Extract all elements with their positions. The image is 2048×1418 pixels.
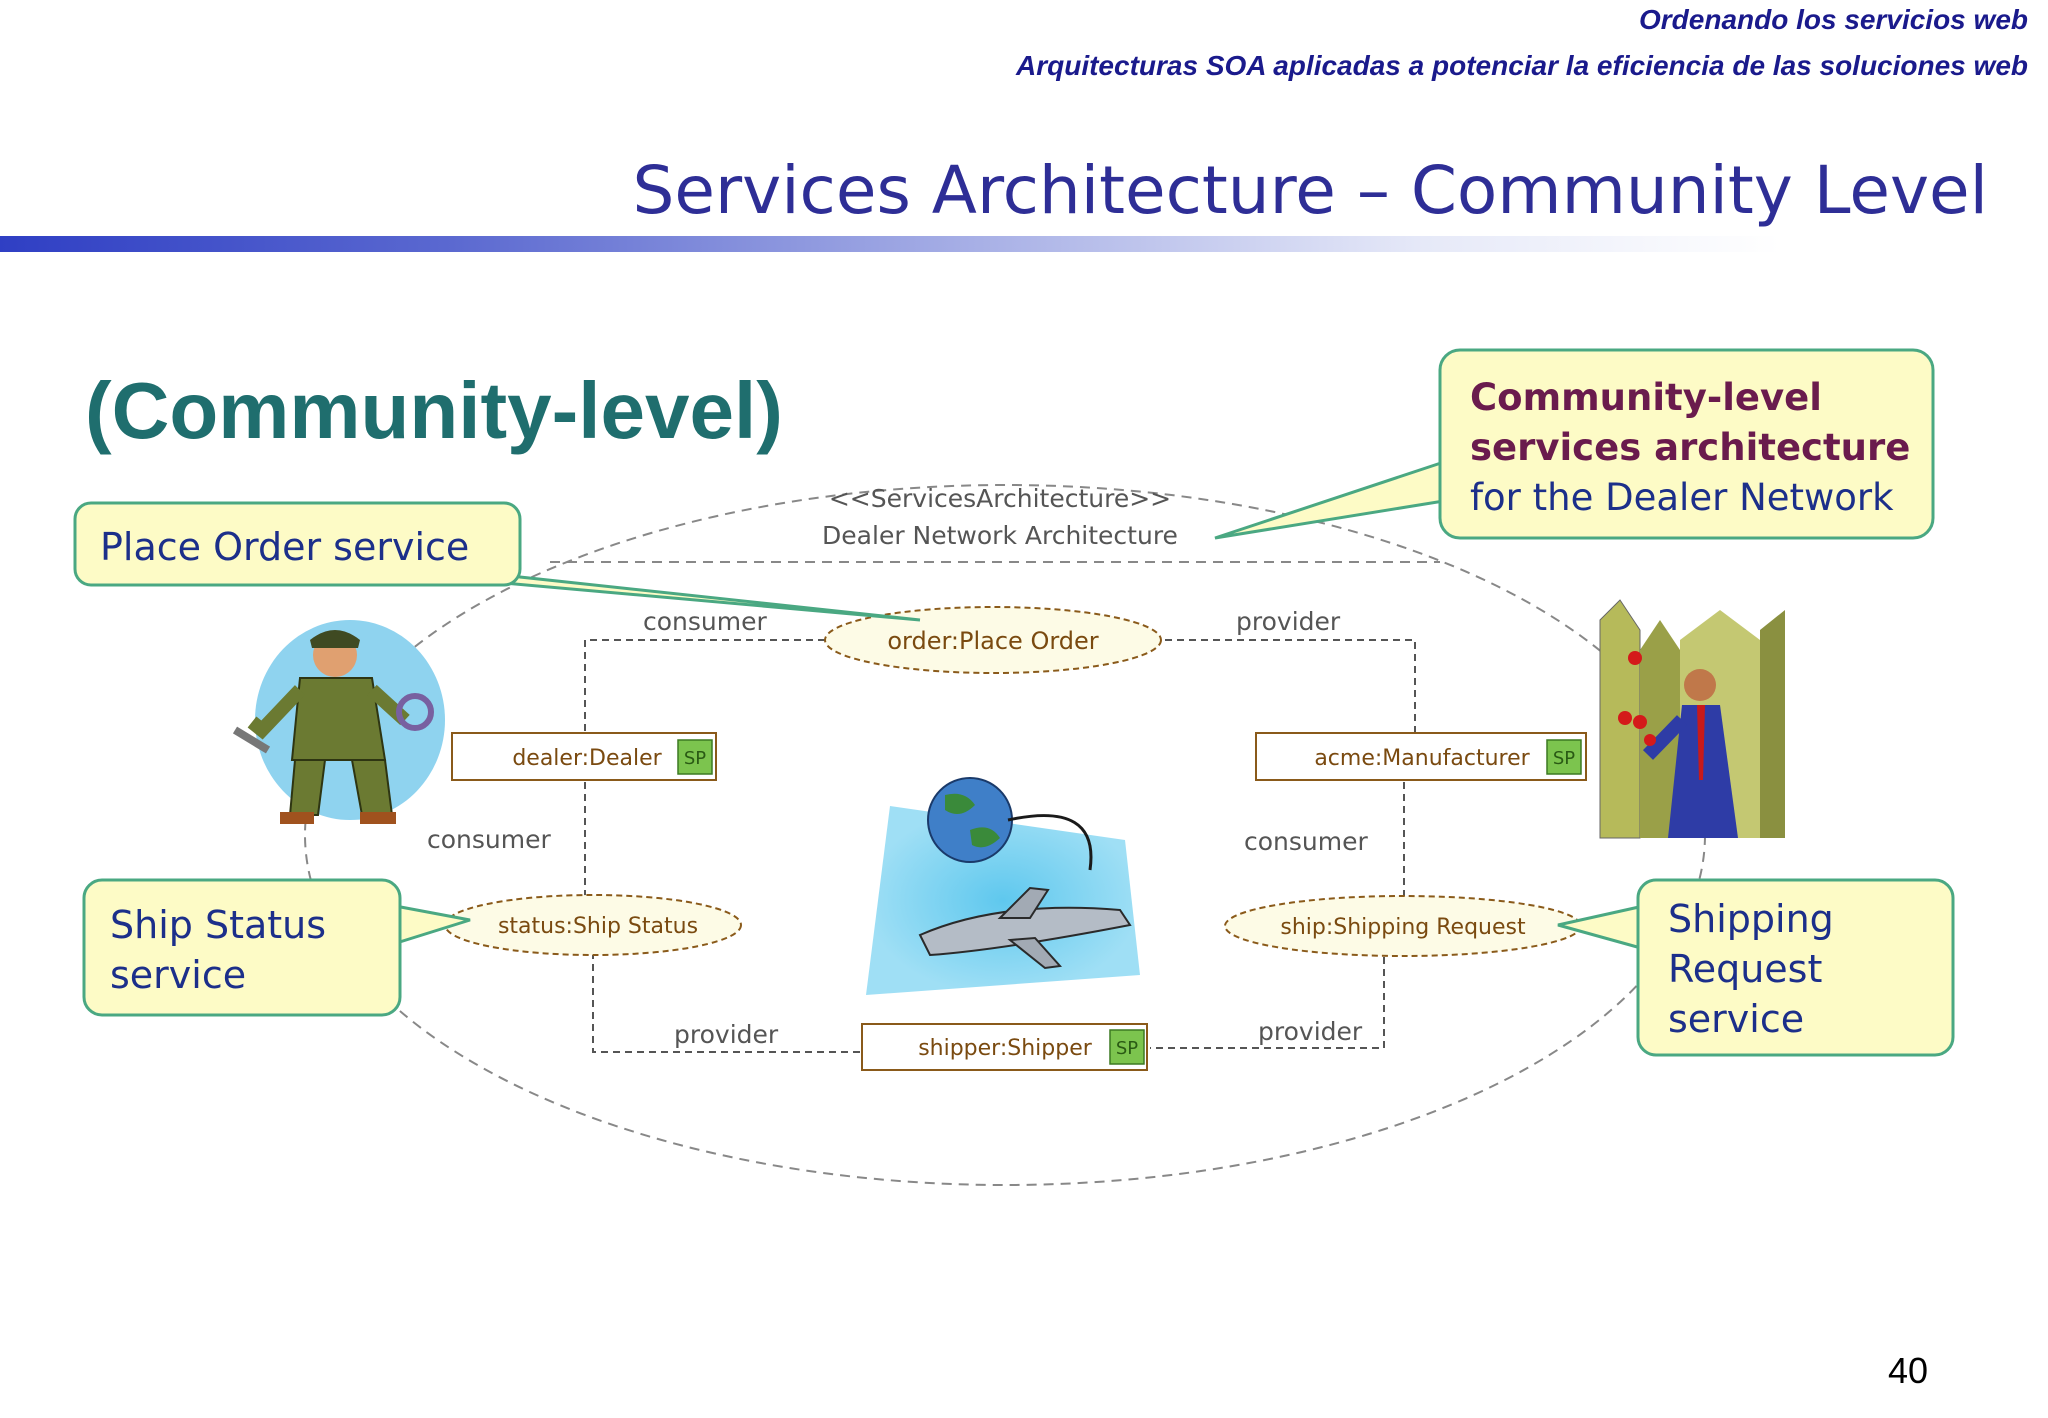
part-dealer: dealer:Dealer SP <box>451 732 717 781</box>
callout-place-order-text: Place Order service <box>100 525 469 569</box>
service-point-badge <box>1546 739 1582 775</box>
callout-community-line2: services architecture <box>1470 426 1910 469</box>
collab-ship-status-label: status:Ship Status <box>498 914 698 939</box>
collab-place-order-label: order:Place Order <box>887 627 1098 655</box>
mechanic-dealer-icon <box>232 620 445 824</box>
callout-ship-status-line1: Ship Status <box>110 903 326 947</box>
role-ship-consumer: consumer <box>1244 827 1368 856</box>
part-shipper-label: shipper:Shipper <box>918 1036 1093 1061</box>
businessman-manufacturer-icon <box>1599 599 1785 839</box>
service-point-badge <box>677 739 713 775</box>
page-number: 40 <box>1888 1350 1929 1391</box>
callout-shipping-request-line3: service <box>1668 997 1804 1041</box>
callout-place-order: Place Order service <box>73 501 921 622</box>
role-status-provider: provider <box>674 1020 779 1049</box>
callout-community-line1: Community-level <box>1470 376 1822 419</box>
service-point-badge <box>1109 1029 1145 1065</box>
role-order-consumer: consumer <box>643 607 767 636</box>
callout-community-line3: for the Dealer Network <box>1470 476 1894 519</box>
title-gradient-bar <box>0 236 1780 252</box>
globe-airplane-shipper-icon <box>866 777 1140 995</box>
header-course-subtitle: Arquitecturas SOA aplicadas a potenciar … <box>1016 50 2028 81</box>
callout-shipping-request-line2: Request <box>1668 947 1822 991</box>
part-manufacturer: acme:Manufacturer SP <box>1255 732 1587 781</box>
role-connectors <box>584 639 1416 1053</box>
part-dealer-label: dealer:Dealer <box>512 746 662 771</box>
collab-shipping-request-label: ship:Shipping Request <box>1280 915 1526 940</box>
role-status-consumer: consumer <box>427 825 551 854</box>
header-course-title: Ordenando los servicios web <box>1638 4 2028 35</box>
svg-text:SP: SP <box>1553 748 1575 769</box>
svg-text:SP: SP <box>684 748 706 769</box>
callout-ship-status: Ship Status service <box>82 878 471 1017</box>
role-ship-provider: provider <box>1258 1017 1363 1046</box>
svg-text:SP: SP <box>1116 1038 1138 1059</box>
stereotype-label: <<ServicesArchitecture>> <box>829 484 1171 513</box>
collab-place-order-ellipse <box>824 606 1162 674</box>
role-order-provider: provider <box>1236 607 1341 636</box>
community-level-heading: (Community-level) <box>85 366 783 455</box>
callout-shipping-request-line1: Shipping <box>1668 897 1834 941</box>
part-shipper: shipper:Shipper SP <box>861 1023 1148 1071</box>
callout-ship-status-line2: service <box>110 953 246 997</box>
architecture-name: Dealer Network Architecture <box>822 521 1178 550</box>
part-manufacturer-label: acme:Manufacturer <box>1314 746 1530 771</box>
slide-title: Services Architecture – Community Level <box>632 152 1988 229</box>
callout-shipping-request: Shipping Request service <box>1557 878 1955 1057</box>
callout-community-architecture: Community-level services architecture fo… <box>1214 348 1935 540</box>
